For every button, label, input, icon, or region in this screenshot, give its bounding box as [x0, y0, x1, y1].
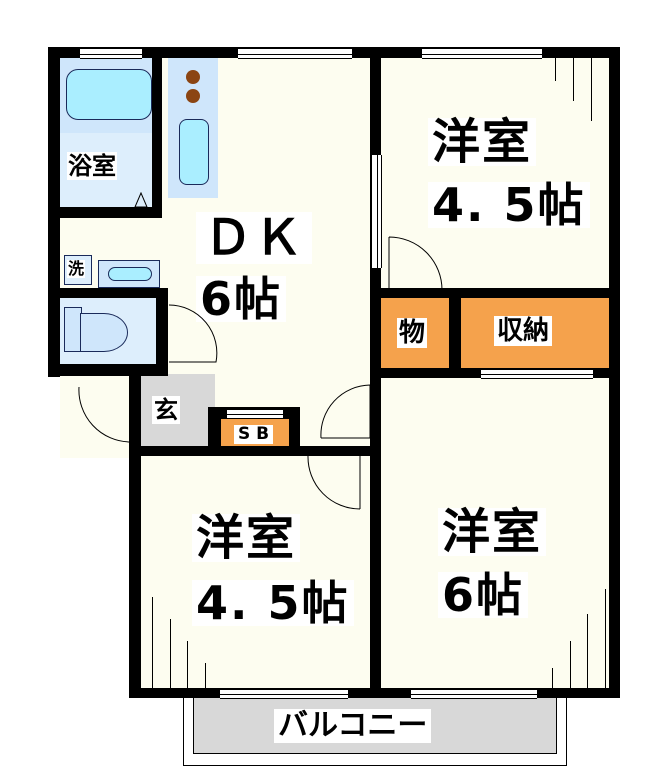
dk-label-line1: ＤＫ — [196, 212, 313, 264]
balcony-label: バルコニー — [274, 709, 432, 743]
storage-small-label: 物 — [397, 318, 428, 348]
closet-line — [552, 668, 553, 688]
closet-line — [205, 663, 206, 688]
door-sw-icon — [307, 455, 361, 510]
balcony-outline — [183, 698, 567, 766]
wall-wc-right — [156, 288, 168, 376]
bath-door-marker-icon — [134, 192, 148, 208]
closet-line — [170, 619, 171, 688]
western-ne-label-line2: 4. 5帖 — [428, 182, 590, 228]
window-bath — [80, 48, 142, 59]
window-ne — [422, 48, 542, 59]
door-se-icon — [320, 384, 371, 439]
western-sw-label-line2: 4. 5帖 — [192, 580, 354, 626]
stove-burner-icon — [186, 89, 200, 103]
window-sw-balcony — [220, 689, 348, 699]
bath-label: 浴室 — [67, 152, 117, 180]
wall-storage-divider — [449, 288, 461, 378]
washer-label: 洗 — [67, 259, 86, 278]
closet-line — [152, 597, 153, 688]
closet-line — [555, 58, 556, 81]
window-dk-side — [371, 155, 382, 268]
western-ne-floor — [380, 58, 610, 290]
closet-label: 収納 — [494, 316, 553, 346]
western-se-label-line2: 6帖 — [438, 572, 529, 618]
washbasin-bowl-icon — [108, 267, 152, 281]
closet-line — [605, 589, 606, 688]
closet-line — [187, 641, 188, 688]
door-entrance-icon — [78, 386, 131, 443]
closet-line — [591, 58, 592, 121]
door-wc-icon — [168, 304, 218, 363]
sink-icon — [179, 119, 209, 185]
wall-sw-top — [129, 446, 381, 456]
wall-wc-bottom — [48, 364, 168, 376]
wall-bath-right — [152, 58, 162, 218]
western-sw-label-line1: 洋室 — [192, 514, 301, 562]
stove-burner-icon — [186, 70, 200, 84]
dk-label-line2: 6帖 — [196, 276, 287, 322]
window-closet — [481, 369, 593, 379]
shoe-box-label: S B — [234, 425, 274, 444]
door-ne-icon — [388, 236, 443, 291]
closet-line — [573, 58, 574, 101]
western-ne-label-line1: 洋室 — [428, 118, 537, 166]
closet-line — [587, 614, 588, 688]
sb-window — [227, 409, 283, 419]
toilet-bowl-icon — [80, 313, 128, 352]
entrance-label: 玄 — [152, 396, 180, 424]
western-sw-floor — [141, 455, 371, 690]
wall-wc-top — [48, 288, 168, 298]
window-se-balcony — [411, 689, 537, 699]
wall-storage-top — [370, 288, 620, 298]
bathtub-icon — [66, 69, 152, 120]
western-se-label-line1: 洋室 — [438, 508, 547, 556]
wall-bath-bottom — [48, 207, 162, 218]
closet-line — [570, 641, 571, 688]
window-dk — [238, 48, 352, 59]
